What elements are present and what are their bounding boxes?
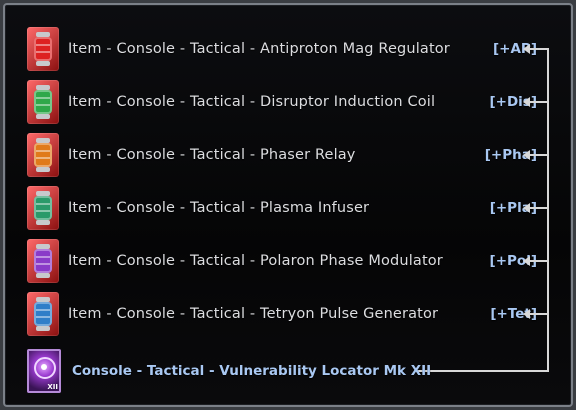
- arrow-left-icon: [523, 256, 547, 266]
- ingredient-row-disruptor[interactable]: Item - Console - Tactical - Disruptor In…: [27, 80, 537, 124]
- result-item-label: Console - Tactical - Vulnerability Locat…: [72, 363, 432, 379]
- antiproton-console-icon: [27, 27, 59, 71]
- ingredient-label: Item - Console - Tactical - Tetryon Puls…: [68, 306, 439, 322]
- ingredient-label: Item - Console - Tactical - Polaron Phas…: [68, 253, 443, 269]
- result-item-row[interactable]: XII Console - Tactical - Vulnerability L…: [27, 348, 431, 394]
- ingredient-label: Item - Console - Tactical - Antiproton M…: [68, 41, 450, 57]
- arrow-left-icon: [523, 97, 547, 107]
- ingredient-label: Item - Console - Tactical - Phaser Relay: [68, 147, 356, 163]
- ingredient-row-tetryon[interactable]: Item - Console - Tactical - Tetryon Puls…: [27, 292, 537, 336]
- ingredient-row-polaron[interactable]: Item - Console - Tactical - Polaron Phas…: [27, 239, 537, 283]
- plasma-console-icon: [27, 186, 59, 230]
- mark-level-badge: XII: [47, 383, 58, 391]
- phaser-console-icon: [27, 133, 59, 177]
- arrow-left-icon: [523, 150, 547, 160]
- polaron-console-icon: [27, 239, 59, 283]
- arrow-left-icon: [523, 309, 547, 319]
- connector-bottom-line: [417, 370, 549, 372]
- tetryon-console-icon: [27, 292, 59, 336]
- ingredient-label: Item - Console - Tactical - Plasma Infus…: [68, 200, 370, 216]
- ingredient-row-antiproton[interactable]: Item - Console - Tactical - Antiproton M…: [27, 27, 537, 71]
- vulnerability-locator-icon: XII: [27, 349, 61, 393]
- ingredient-label: Item - Console - Tactical - Disruptor In…: [68, 94, 436, 110]
- connector-vertical-line: [547, 48, 549, 372]
- crafting-recipe-panel: Item - Console - Tactical - Antiproton M…: [3, 3, 573, 407]
- disruptor-console-icon: [27, 80, 59, 124]
- arrow-left-icon: [523, 203, 547, 213]
- ingredient-row-plasma[interactable]: Item - Console - Tactical - Plasma Infus…: [27, 186, 537, 230]
- arrow-left-icon: [523, 44, 547, 54]
- ingredient-row-phaser[interactable]: Item - Console - Tactical - Phaser Relay…: [27, 133, 537, 177]
